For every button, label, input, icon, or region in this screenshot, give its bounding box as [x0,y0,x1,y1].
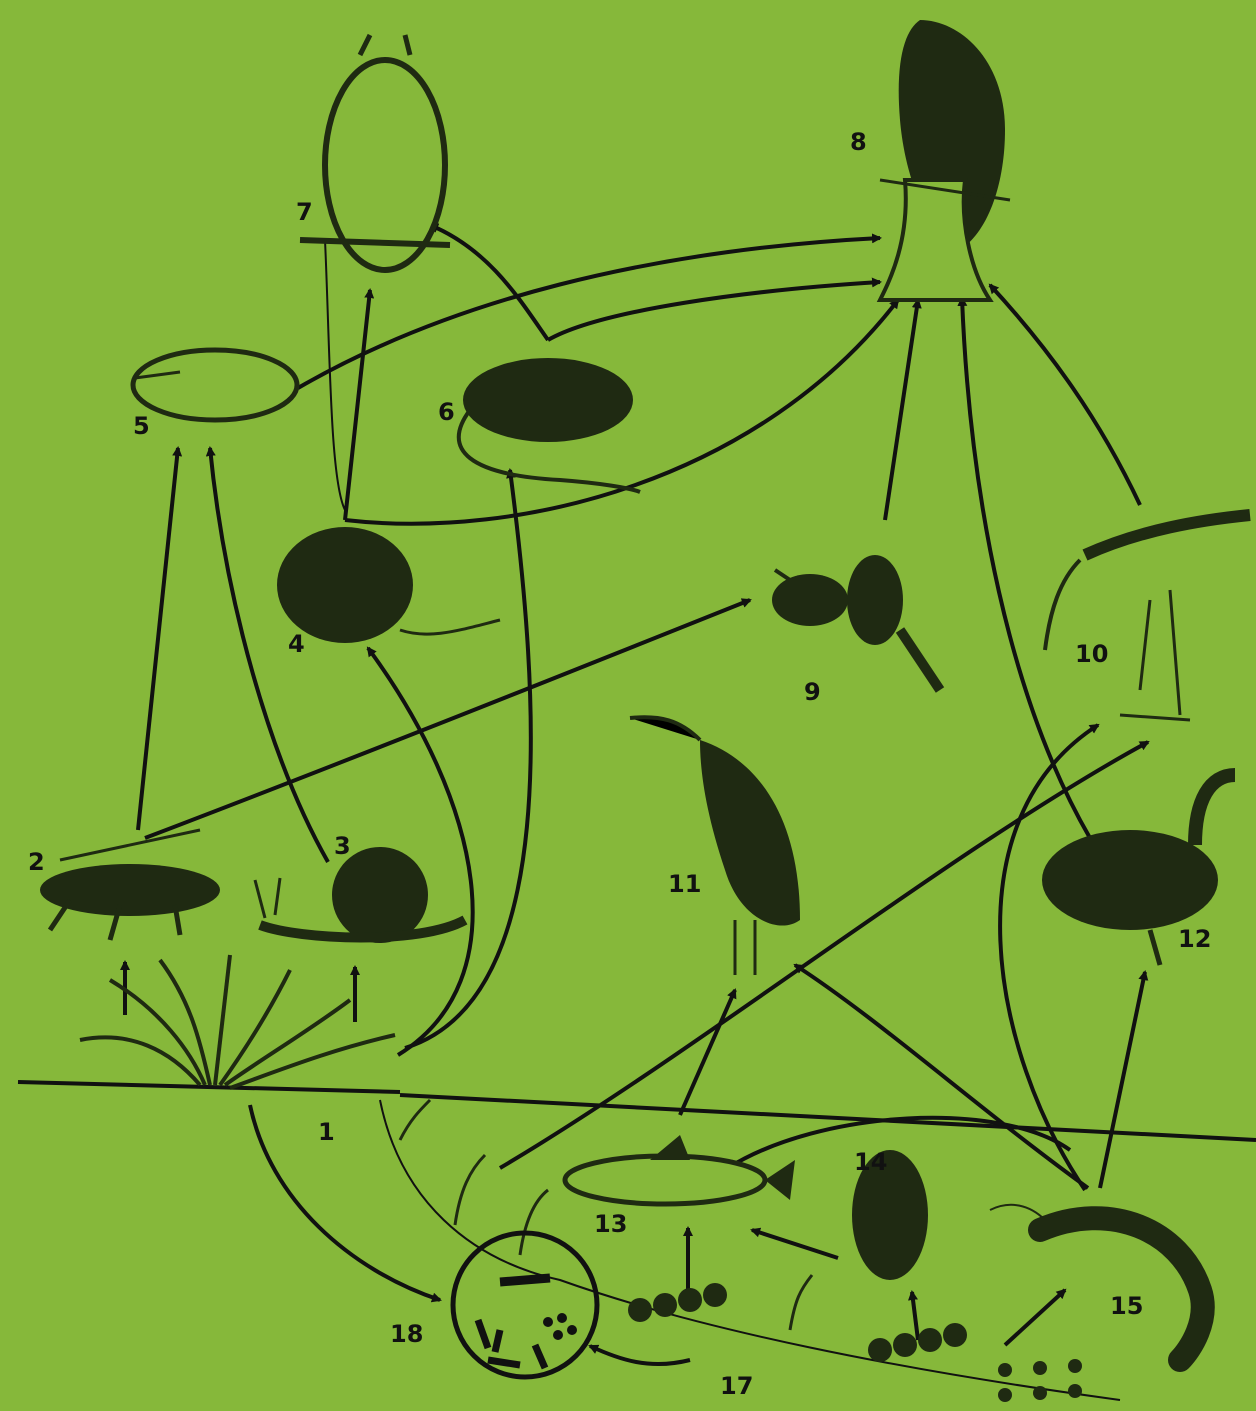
label-9: 9 [804,678,821,706]
arrow-3-to-5 [210,448,328,862]
arrow-14-to-13 [752,1230,838,1258]
arrow-15-to-11 [795,965,1088,1188]
label-1: 1 [318,1118,335,1146]
arrow-6-to-8 [548,282,880,340]
arrow-1-to-18 [250,1105,440,1300]
shrew-icon [133,350,297,420]
label-10: 10 [1075,640,1108,668]
label-11: 11 [668,870,701,898]
shrimp-icon [990,1205,1203,1360]
bacteria-icon [453,1233,597,1377]
arrow-15-to-10 [1000,725,1098,1190]
label-18: 18 [390,1320,423,1348]
grasshopper-icon [40,830,220,940]
rat-icon [459,358,640,492]
label-8: 8 [850,128,867,156]
label-7: 7 [296,198,313,226]
label-3: 3 [334,832,351,860]
label-12: 12 [1178,925,1211,953]
arrow-17-to-15 [1005,1290,1065,1345]
arrow-17-to-18 [590,1346,690,1364]
fish-icon [565,1135,795,1204]
arrow-2-to-5 [138,448,178,830]
owl-icon [300,35,450,270]
owl-stem-line [325,240,345,510]
label-14: 14 [854,1148,887,1176]
hawk-icon [880,20,1010,300]
snail-icon [255,847,465,943]
label-6: 6 [438,398,455,426]
arrow-9-to-8 [885,300,918,520]
label-15: 15 [1110,1292,1143,1320]
songbirds-icon [772,555,940,690]
grass-icon [80,955,395,1088]
stilt-icon [1045,515,1250,720]
arrow-4-to-7 [345,290,370,520]
label-4: 4 [288,630,305,658]
vole-icon [277,527,500,643]
label-2: 2 [28,848,45,876]
label-5: 5 [133,412,150,440]
heron-icon [630,717,800,975]
pond-bottom-line [380,1100,1120,1400]
label-17: 17 [720,1372,753,1400]
arrow-13-to-11 [680,990,735,1115]
arrow-10-to-8 [990,285,1140,505]
arrow-15-to-12 [1100,972,1145,1188]
arrow-17-to-14 [912,1292,918,1340]
label-13: 13 [594,1210,627,1238]
water-surface-line [400,1095,1256,1140]
